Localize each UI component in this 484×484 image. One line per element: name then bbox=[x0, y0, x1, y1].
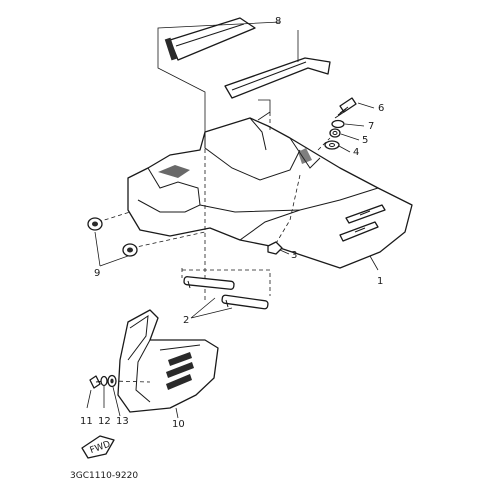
callout-2: 2 bbox=[183, 315, 189, 326]
nut-3 bbox=[267, 241, 283, 255]
damper-strip-lower bbox=[221, 294, 269, 310]
main-cover bbox=[127, 117, 413, 269]
callout-13: 13 bbox=[116, 416, 129, 427]
grommet-9-upper bbox=[87, 217, 103, 231]
callout-4: 4 bbox=[353, 147, 359, 158]
damper-strip-upper bbox=[183, 276, 235, 290]
washer-4 bbox=[324, 140, 340, 150]
callout-8: 8 bbox=[275, 16, 281, 27]
grommet-5 bbox=[329, 128, 341, 138]
trim-strip-upper-right bbox=[224, 57, 331, 99]
callout-12: 12 bbox=[98, 416, 111, 427]
callout-11: 11 bbox=[80, 416, 93, 427]
callout-9: 9 bbox=[94, 268, 100, 279]
callout-5: 5 bbox=[362, 135, 368, 146]
washer-7 bbox=[331, 119, 345, 129]
grommet-9-lower bbox=[122, 243, 138, 257]
lower-panel bbox=[117, 309, 219, 413]
forward-direction-icon: FWD bbox=[81, 435, 115, 459]
trim-strip-upper-left bbox=[164, 17, 256, 61]
drawing-code: 3GC1110-9220 bbox=[70, 471, 138, 481]
callout-10: 10 bbox=[172, 419, 185, 430]
callout-6: 6 bbox=[378, 103, 384, 114]
callout-3: 3 bbox=[291, 250, 297, 261]
callout-1: 1 bbox=[377, 276, 383, 287]
callout-7: 7 bbox=[368, 121, 374, 132]
washer-12 bbox=[100, 375, 108, 387]
bolt-6 bbox=[334, 97, 357, 119]
grommet-13 bbox=[107, 374, 117, 388]
